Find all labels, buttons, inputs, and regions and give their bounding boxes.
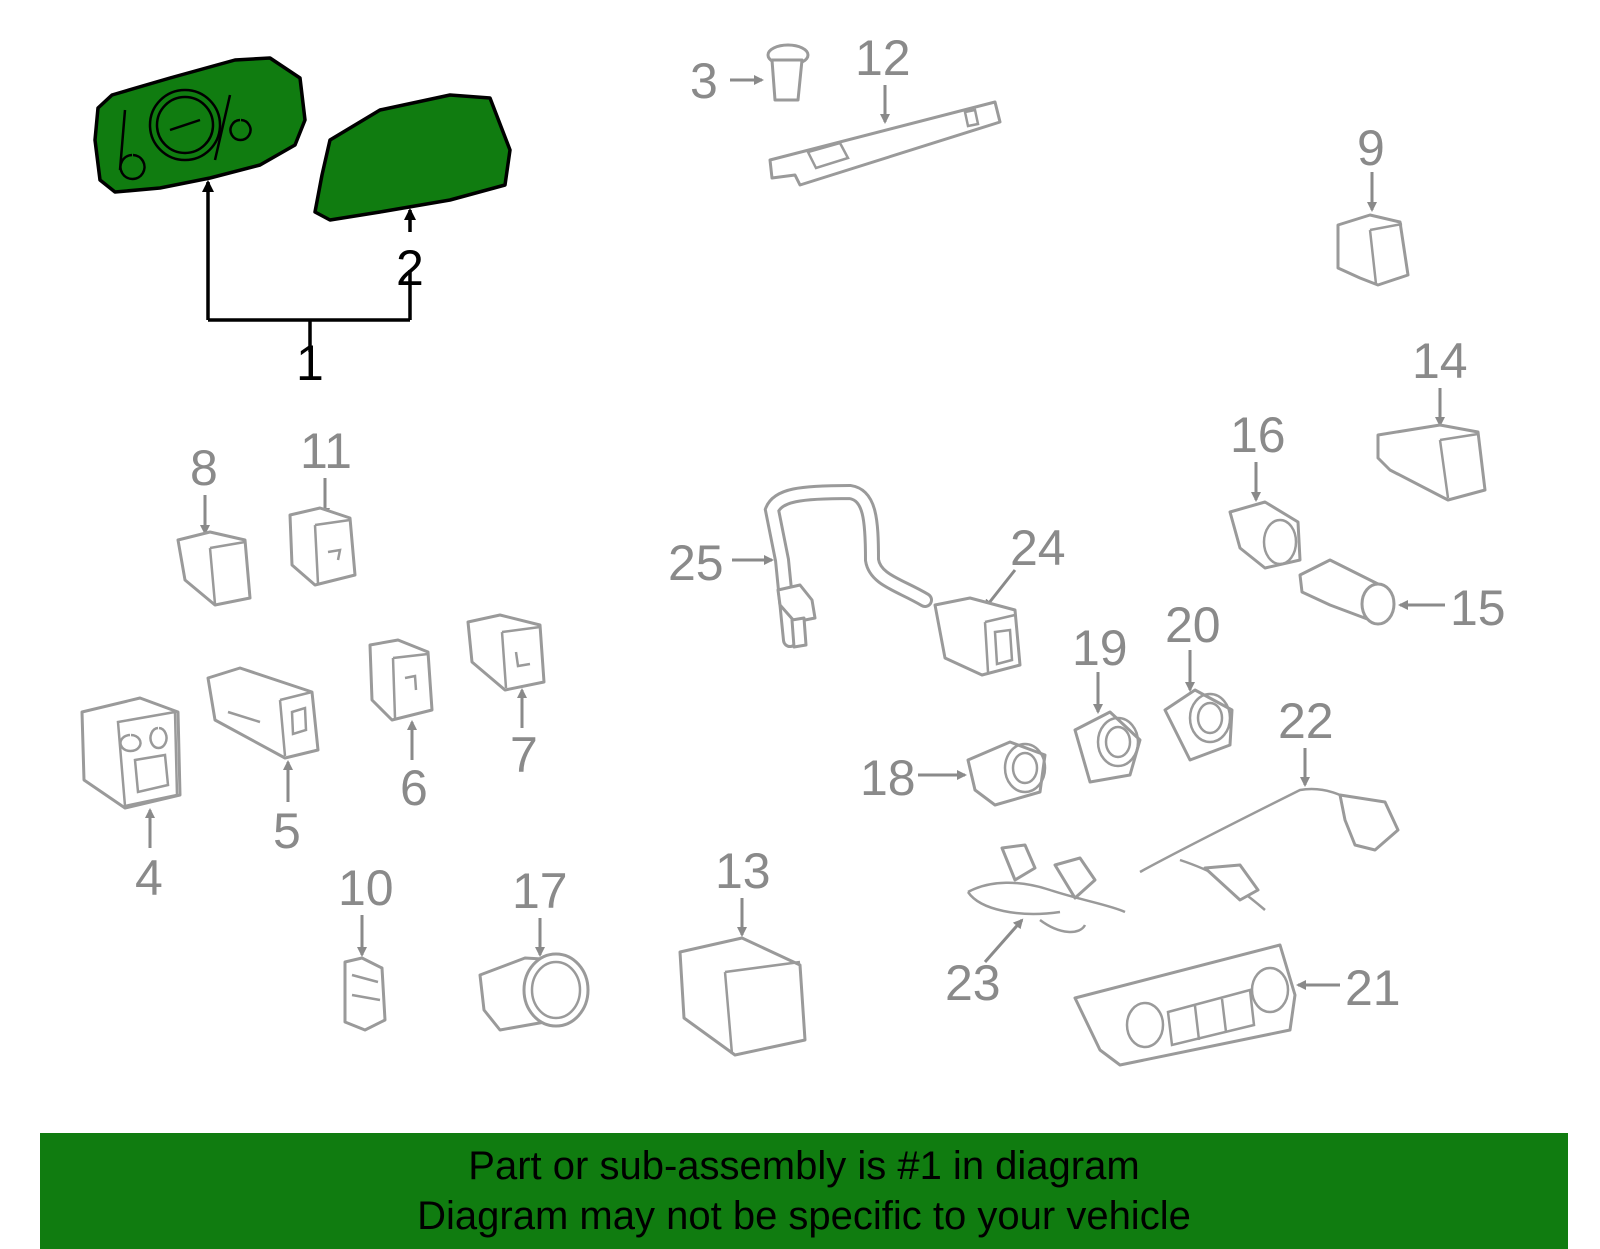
label-part-13[interactable]: 13 — [715, 843, 771, 899]
part-12-switch-bar[interactable] — [768, 100, 1002, 187]
label-part-14[interactable]: 14 — [1412, 333, 1468, 389]
part-11-switch[interactable] — [288, 506, 357, 587]
label-part-20[interactable]: 20 — [1165, 597, 1221, 653]
label-part-1[interactable]: 1 — [296, 335, 324, 391]
label-part-25[interactable]: 25 — [668, 535, 724, 591]
label-part-16[interactable]: 16 — [1230, 407, 1286, 463]
label-part-7[interactable]: 7 — [510, 727, 538, 783]
part-10-switch[interactable] — [343, 956, 387, 1032]
part-16-socket[interactable] — [1228, 500, 1302, 570]
label-part-11[interactable]: 11 — [300, 423, 352, 479]
label-part-17[interactable]: 17 — [512, 863, 568, 919]
label-part-2[interactable]: 2 — [396, 240, 424, 296]
part-21-climate-panel[interactable] — [1073, 943, 1297, 1067]
part-5-switch[interactable] — [206, 666, 320, 760]
part-17-start-button[interactable] — [478, 952, 590, 1032]
part-14-switch[interactable] — [1376, 423, 1487, 502]
notice-banner: Part or sub-assembly is #1 in diagram Di… — [40, 1133, 1568, 1249]
part-15-socket[interactable] — [1298, 558, 1396, 626]
part-22-wire-harness[interactable] — [1139, 787, 1400, 911]
label-part-12[interactable]: 12 — [855, 30, 911, 86]
banner-line-1: Part or sub-assembly is #1 in diagram — [468, 1144, 1140, 1188]
label-part-22[interactable]: 22 — [1278, 693, 1334, 749]
part-25-sensor-hose[interactable] — [763, 483, 933, 649]
part-18-knob[interactable] — [966, 740, 1047, 807]
label-part-6[interactable]: 6 — [400, 760, 428, 816]
part-24-switch[interactable] — [933, 596, 1022, 677]
part-9-switch[interactable] — [1336, 213, 1410, 287]
part-3-knob[interactable] — [766, 43, 810, 102]
label-part-8[interactable]: 8 — [190, 440, 218, 496]
part-8-switch[interactable] — [176, 530, 252, 607]
label-part-5[interactable]: 5 — [273, 803, 301, 859]
part1-bracket — [206, 183, 412, 352]
part-13-module[interactable] — [678, 936, 807, 1057]
label-part-4[interactable]: 4 — [135, 850, 163, 906]
label-part-9[interactable]: 9 — [1357, 120, 1385, 176]
banner-line-2: Diagram may not be specific to your vehi… — [417, 1194, 1191, 1238]
part-20-knob[interactable] — [1163, 688, 1234, 762]
label-part-18[interactable]: 18 — [860, 750, 916, 806]
label-part-24[interactable]: 24 — [1010, 520, 1066, 576]
label-part-21[interactable]: 21 — [1345, 960, 1401, 1016]
instrument-cluster-housing[interactable] — [93, 56, 307, 194]
label-part-15[interactable]: 15 — [1450, 580, 1506, 636]
label-part-19[interactable]: 19 — [1072, 620, 1128, 676]
instrument-cluster-lens[interactable] — [313, 93, 512, 222]
label-part-23[interactable]: 23 — [945, 955, 1001, 1011]
part-7-switch[interactable] — [466, 613, 546, 692]
label-part-10[interactable]: 10 — [338, 860, 394, 916]
part-23-wire-harness[interactable] — [966, 843, 1126, 934]
part-4-mirror-switch[interactable] — [80, 696, 182, 810]
label-part-3[interactable]: 3 — [690, 53, 718, 109]
part-6-switch[interactable] — [368, 638, 434, 722]
part-19-knob[interactable] — [1073, 710, 1142, 784]
